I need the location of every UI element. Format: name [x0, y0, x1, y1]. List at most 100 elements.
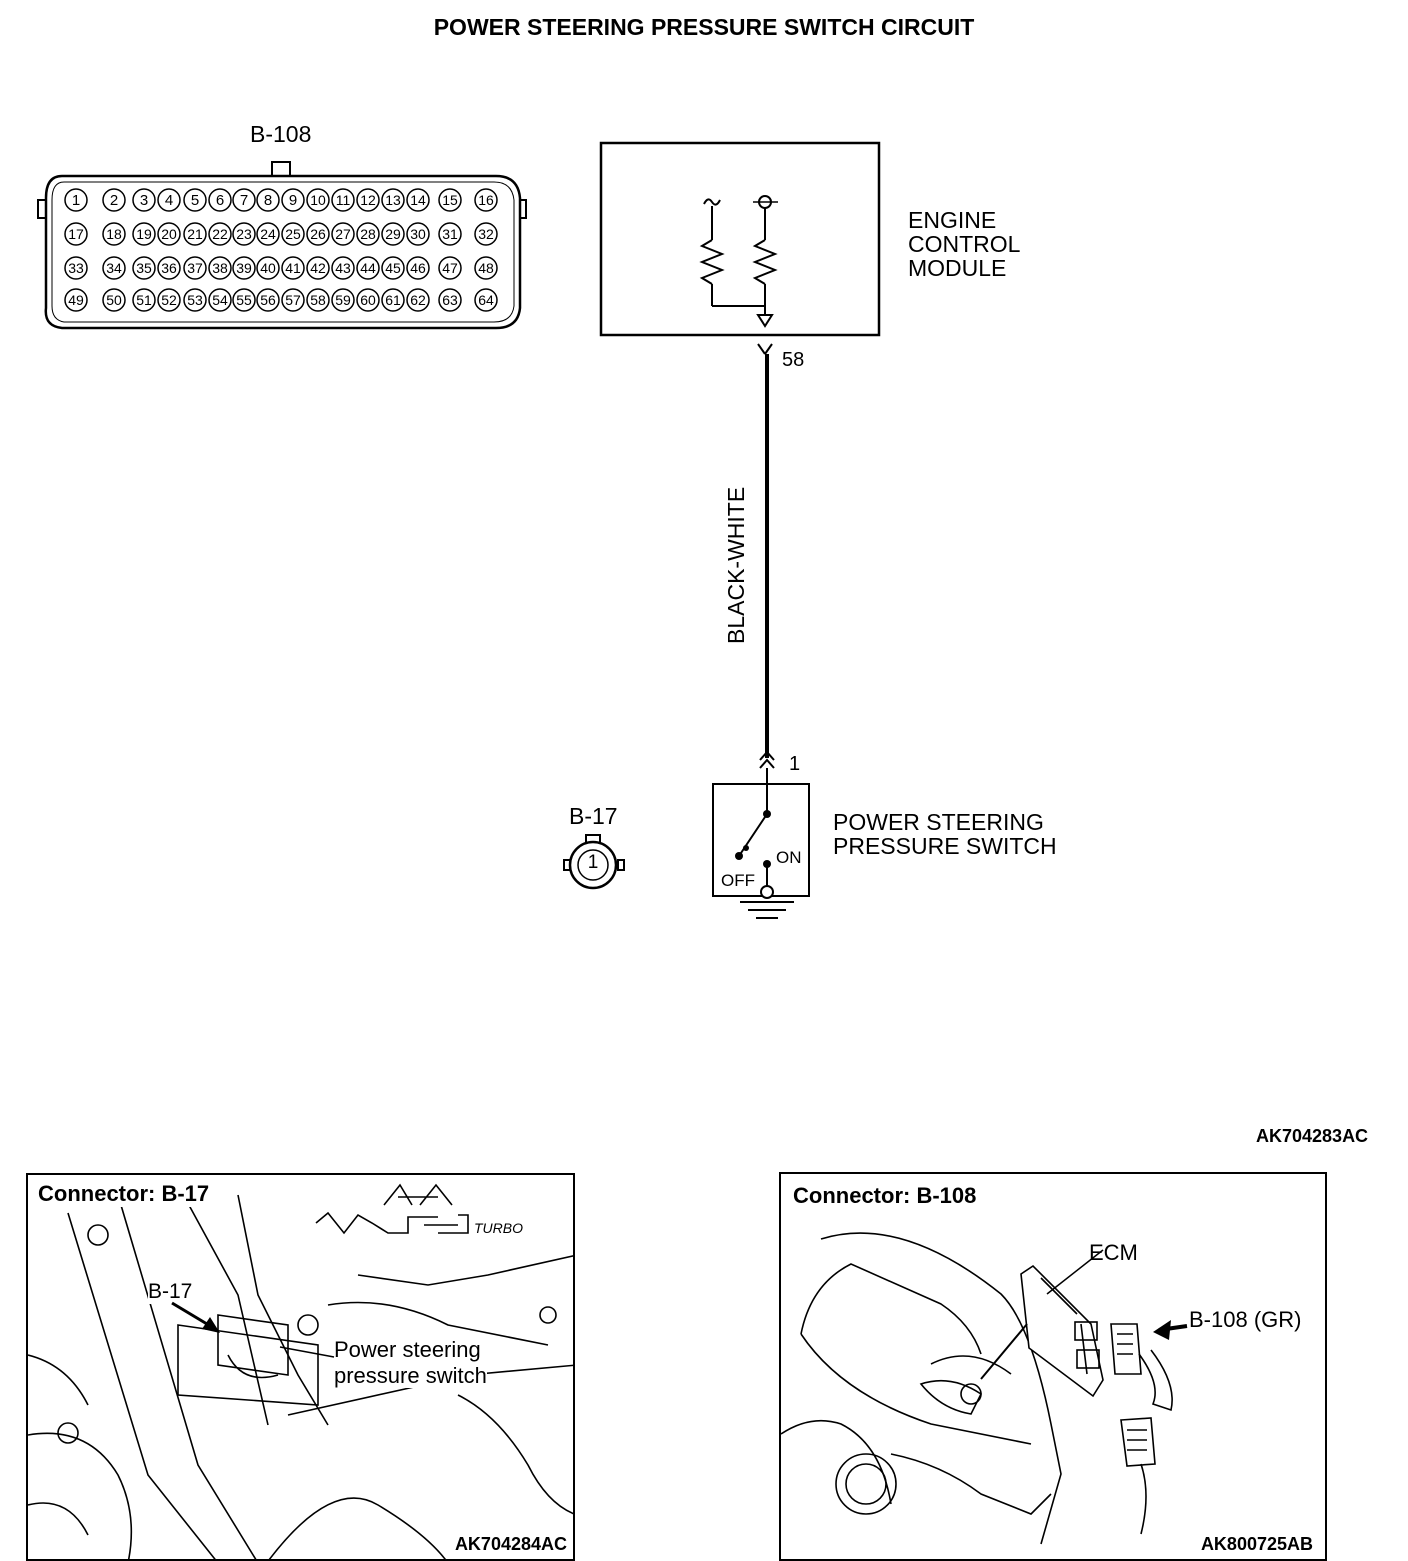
b108-pin-label-27: 27 — [335, 226, 351, 242]
b108-pin-label-5: 5 — [191, 192, 199, 209]
b108-pin-label-64: 64 — [478, 292, 494, 308]
b108-pin-37 — [183, 256, 207, 280]
b108-pin-3 — [132, 188, 156, 212]
b108-pin-31 — [438, 222, 462, 246]
b108-pin-label-40: 40 — [260, 260, 276, 276]
b108-pin-label-29: 29 — [385, 226, 401, 242]
b108-pin-label-13: 13 — [385, 192, 401, 208]
b108-pin-label-46: 46 — [410, 260, 426, 276]
b108-pin-label-60: 60 — [360, 292, 376, 308]
switch-terminal-1: 1 — [789, 753, 801, 775]
b108-pin-label-31: 31 — [442, 226, 458, 242]
b108-pin-label-59: 59 — [335, 292, 351, 308]
b108-pin-34 — [102, 256, 126, 280]
b108-pin-30 — [406, 222, 430, 246]
b108-pin-label-16: 16 — [478, 192, 494, 208]
b108-pin-label-44: 44 — [360, 260, 376, 276]
b108-pin-label-7: 7 — [240, 192, 248, 209]
b108-pin-10 — [306, 188, 330, 212]
vehicle-ecm-illustration — [781, 1232, 1188, 1545]
b108-pin-53 — [183, 288, 207, 312]
b108-pin-44 — [356, 256, 380, 280]
ecm-label-line2: CONTROL — [908, 231, 1021, 257]
b108-pin-label-38: 38 — [212, 260, 228, 276]
switch-label-line2: PRESSURE SWITCH — [833, 833, 1057, 859]
b108-pin-27 — [331, 222, 355, 246]
b108-pin-label-63: 63 — [442, 292, 458, 308]
b108-pin-12 — [356, 188, 380, 212]
b108-pin-label-48: 48 — [478, 260, 494, 276]
panel-connector-b17: TURBO Connector: B-17 B-17 Power steerin… — [26, 1173, 575, 1561]
b108-pin-label-42: 42 — [310, 260, 326, 276]
b108-pin-21 — [183, 222, 207, 246]
b108-pin-58 — [306, 288, 330, 312]
b108-pin-59 — [331, 288, 355, 312]
b108-pin-label-36: 36 — [161, 260, 177, 276]
b108-pin-8 — [256, 188, 280, 212]
b108-pin-label-39: 39 — [236, 260, 252, 276]
b108-pin-5 — [183, 188, 207, 212]
b108-pin-32 — [474, 222, 498, 246]
b108-pin-label-55: 55 — [236, 292, 252, 308]
b108-pin-35 — [132, 256, 156, 280]
panel-right-title: Connector: B-108 — [793, 1183, 977, 1209]
b108-pin-label-22: 22 — [212, 226, 228, 242]
b108-pin-label-37: 37 — [187, 260, 203, 276]
b108-pin-39 — [232, 256, 256, 280]
b108-pin-label-15: 15 — [442, 192, 458, 208]
b108-pin-label-62: 62 — [410, 292, 426, 308]
b108-pin-label-47: 47 — [442, 260, 458, 276]
b108-pin-label-50: 50 — [106, 292, 122, 308]
b17-pointer-arrow — [171, 1301, 220, 1333]
b108-pin-label-24: 24 — [260, 226, 276, 242]
b108-pin-label-25: 25 — [285, 226, 301, 242]
b108-pin-label-4: 4 — [165, 192, 173, 209]
switch-on-label: ON — [776, 848, 802, 867]
b108-pin-23 — [232, 222, 256, 246]
panel-left-callout-connector: B-17 — [148, 1280, 193, 1304]
panel-connector-b108: Connector: B-108 ECM B-108 (GR) AK800725… — [779, 1172, 1327, 1561]
b108-pin-49 — [64, 288, 88, 312]
b108-pin-label-52: 52 — [161, 292, 177, 308]
panel-left-callout-line2: pressure switch — [334, 1363, 487, 1388]
b108-pin-7 — [232, 188, 256, 212]
pressure-switch-symbol — [712, 768, 810, 919]
connector-b17-pin: 1 — [587, 852, 599, 873]
b108-pin-47 — [438, 256, 462, 280]
b108-pin-43 — [331, 256, 355, 280]
connector-b17-face — [563, 834, 625, 890]
b108-pin-50 — [102, 288, 126, 312]
b108-pin-64 — [474, 288, 498, 312]
b108-pin-label-45: 45 — [385, 260, 401, 276]
b108-pin-label-17: 17 — [68, 226, 84, 242]
b108-pin-label-33: 33 — [68, 260, 84, 276]
b108-pin-label-43: 43 — [335, 260, 351, 276]
b108-pin-36 — [157, 256, 181, 280]
b108-pin-48 — [474, 256, 498, 280]
b108-pin-label-34: 34 — [106, 260, 122, 276]
b108-pin-20 — [157, 222, 181, 246]
b108-pin-label-21: 21 — [187, 226, 203, 242]
diagram-title: POWER STEERING PRESSURE SWITCH CIRCUIT — [433, 14, 975, 40]
b108-pin-label-32: 32 — [478, 226, 494, 242]
b108-pin-11 — [331, 188, 355, 212]
b108-pin-label-18: 18 — [106, 226, 122, 242]
b108-pin-15 — [438, 188, 462, 212]
b108-pin-label-57: 57 — [285, 292, 301, 308]
b108-pin-label-41: 41 — [285, 260, 301, 276]
b108-pin-label-30: 30 — [410, 226, 426, 242]
b108-pin-28 — [356, 222, 380, 246]
b108-pin-18 — [102, 222, 126, 246]
b108-pin-label-8: 8 — [264, 192, 272, 209]
b108-pin-label-54: 54 — [212, 292, 228, 308]
b108-pin-label-20: 20 — [161, 226, 177, 242]
b108-pin-33 — [64, 256, 88, 280]
b108-pin-46 — [406, 256, 430, 280]
connector-b108-label: B-108 — [250, 121, 312, 147]
b108-pin-label-23: 23 — [236, 226, 252, 242]
panel-left-title: Connector: B-17 — [38, 1181, 210, 1207]
panel-left-callout-line1: Power steering — [334, 1337, 481, 1362]
b108-pin-label-6: 6 — [216, 192, 224, 209]
